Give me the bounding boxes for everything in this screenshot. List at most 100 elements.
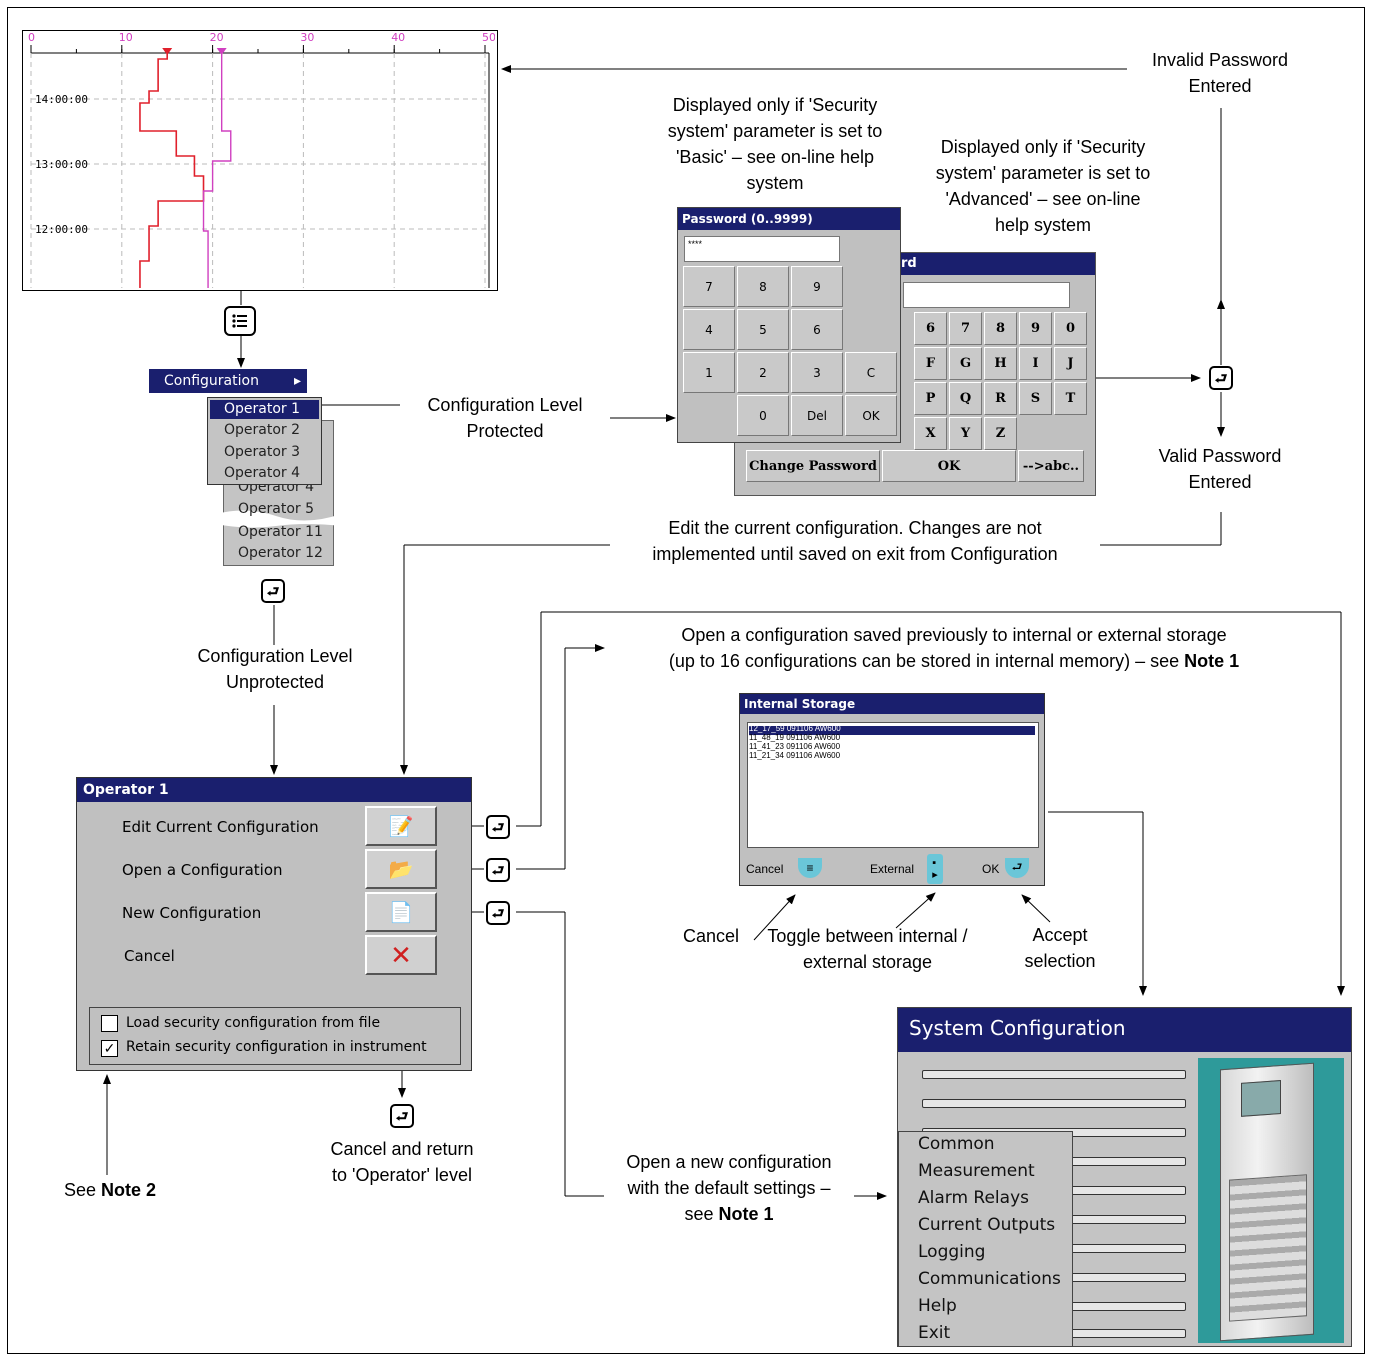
storage-menu-icon[interactable]: ≡ [798, 858, 822, 878]
storage-ok-label[interactable]: OK [982, 862, 1000, 876]
storage-file[interactable]: 11_48_19 091106 AW600 [749, 733, 841, 742]
keyboard-key[interactable]: Y [949, 417, 982, 450]
operator-list [207, 397, 322, 485]
keypad-key[interactable]: 5 [737, 309, 789, 350]
analyzer-image [1220, 1062, 1314, 1342]
keyboard-key[interactable]: 6 [914, 312, 947, 345]
note-ref: Note 2 [101, 1180, 157, 1200]
note-line: see Note 1 [604, 1201, 854, 1227]
config-protected-note: Configuration Level Protected [400, 392, 610, 444]
menu-item-communications[interactable]: Communications [918, 1269, 1061, 1289]
note-line: system' parameter is set to [935, 163, 1151, 183]
keypad-key[interactable]: Del [791, 395, 843, 436]
enter-icon[interactable]: ⮐ [390, 1104, 414, 1128]
keypad-key[interactable]: 1 [683, 352, 735, 393]
keyboard-key[interactable]: P [914, 382, 947, 415]
x-tick-label: 50 [482, 31, 495, 44]
menu-item-exit[interactable]: Exit [918, 1323, 951, 1343]
keypad-key[interactable]: 6 [791, 309, 843, 350]
storage-file[interactable]: 11_21_34 091106 AW600 [749, 751, 841, 760]
keypad-key[interactable]: 7 [683, 266, 735, 307]
operator-item[interactable]: Operator 1 [224, 401, 301, 417]
menu-item-logging[interactable]: Logging [918, 1242, 986, 1262]
storage-file-selected[interactable] [749, 726, 1035, 735]
keyboard-key[interactable]: F [914, 347, 947, 380]
storage-cancel-label[interactable]: Cancel [746, 862, 784, 876]
keyboard-key[interactable]: 7 [949, 312, 982, 345]
keypad-key[interactable]: 2 [737, 352, 789, 393]
keypad-key[interactable]: C [845, 352, 897, 393]
operator-behind-item[interactable]: Operator 5 [238, 501, 315, 517]
keyboard-key[interactable]: 9 [1019, 312, 1052, 345]
menu-item-measurement[interactable]: Measurement [918, 1161, 1035, 1181]
system-config-title: System Configuration [898, 1008, 1351, 1052]
menu-item-common[interactable]: Common [918, 1134, 995, 1154]
operator-item[interactable]: Operator 2 [224, 422, 301, 438]
enter-icon[interactable]: ⮐ [486, 901, 510, 925]
menu-item-help[interactable]: Help [918, 1296, 957, 1316]
keyboard-key[interactable]: H [984, 347, 1017, 380]
time-label: 12:00:00 [35, 223, 88, 236]
edit-current-button[interactable]: 📝 [365, 806, 437, 846]
configuration-menu-item[interactable]: Configuration ▸ [149, 369, 307, 393]
storage-toggle-icon[interactable]: ▪▸ [927, 854, 943, 884]
see-note2: See Note 2 [40, 1177, 180, 1203]
invalid-password-note: Invalid Password Entered [1110, 47, 1330, 99]
list-menu-glyph [232, 314, 247, 328]
x-tick-label: 0 [28, 31, 35, 44]
advanced-ok-button[interactable]: OK [882, 450, 1016, 482]
note-line: Configuration Level [427, 395, 583, 415]
list-menu-icon[interactable] [224, 306, 256, 336]
abc-toggle-button[interactable]: -->abc.. [1018, 450, 1084, 482]
keyboard-key[interactable]: 8 [984, 312, 1017, 345]
operator-behind-item[interactable]: Operator 12 [238, 545, 323, 561]
keyboard-key[interactable]: 0 [1054, 312, 1087, 345]
password-basic-input[interactable]: **** [684, 236, 840, 262]
keypad-key[interactable]: 4 [683, 309, 735, 350]
operator-behind-item[interactable]: Operator 11 [238, 524, 323, 540]
cancel-return-note: Cancel and return to 'Operator' level [302, 1136, 502, 1188]
keyboard-key[interactable]: T [1054, 382, 1087, 415]
note-line: Unprotected [225, 672, 325, 692]
keyboard-key[interactable]: Q [949, 382, 982, 415]
new-config-button[interactable]: 📄 [365, 892, 437, 932]
storage-file-list[interactable] [747, 722, 1039, 848]
keyboard-key[interactable]: J [1054, 347, 1087, 380]
configuration-menu-label: Configuration [164, 373, 259, 389]
load-security-checkbox[interactable] [101, 1015, 118, 1032]
new-document-icon: 📄 [388, 901, 414, 924]
note-line: 'Basic' – see on-line help [676, 147, 874, 167]
keyboard-key[interactable]: I [1019, 347, 1052, 380]
enter-icon[interactable]: ⮐ [261, 579, 285, 603]
cancel-button[interactable]: ✕ [365, 935, 437, 975]
storage-file[interactable]: 11_41_23 091106 AW600 [749, 742, 841, 751]
keypad-key[interactable]: 9 [791, 266, 843, 307]
password-advanced-input[interactable] [903, 282, 1070, 308]
operator-item-selected[interactable] [210, 400, 319, 419]
keypad-key[interactable]: OK [845, 395, 897, 436]
edit-current-label: Edit Current Configuration [122, 818, 319, 836]
menu-item-alarm-relays[interactable]: Alarm Relays [918, 1188, 1029, 1208]
keyboard-key[interactable]: Z [984, 417, 1017, 450]
x-tick-label: 40 [391, 31, 405, 44]
keypad-key[interactable]: 8 [737, 266, 789, 307]
retain-security-checkbox[interactable]: ✓ [101, 1040, 118, 1057]
keypad-key[interactable]: 0 [737, 395, 789, 436]
enter-icon[interactable]: ⮐ [486, 815, 510, 839]
keyboard-key[interactable]: G [949, 347, 982, 380]
keyboard-key[interactable]: X [914, 417, 947, 450]
storage-file[interactable]: 12_17_59 091106 AW600 [749, 724, 841, 733]
operator-item[interactable]: Operator 4 [224, 465, 301, 481]
change-password-button[interactable]: Change Password [746, 450, 880, 482]
keyboard-key[interactable]: R [984, 382, 1017, 415]
keyboard-key[interactable]: S [1019, 382, 1052, 415]
storage-external-label[interactable]: External [870, 862, 915, 876]
open-config-button[interactable]: 📂 [365, 849, 437, 889]
operator-item[interactable]: Operator 3 [224, 444, 301, 460]
enter-icon[interactable]: ⮐ [1209, 366, 1233, 390]
storage-enter-icon[interactable]: ⮐ [1005, 858, 1029, 878]
menu-item-current-outputs[interactable]: Current Outputs [918, 1215, 1056, 1235]
keypad-key[interactable]: 3 [791, 352, 843, 393]
enter-icon[interactable]: ⮐ [486, 858, 510, 882]
